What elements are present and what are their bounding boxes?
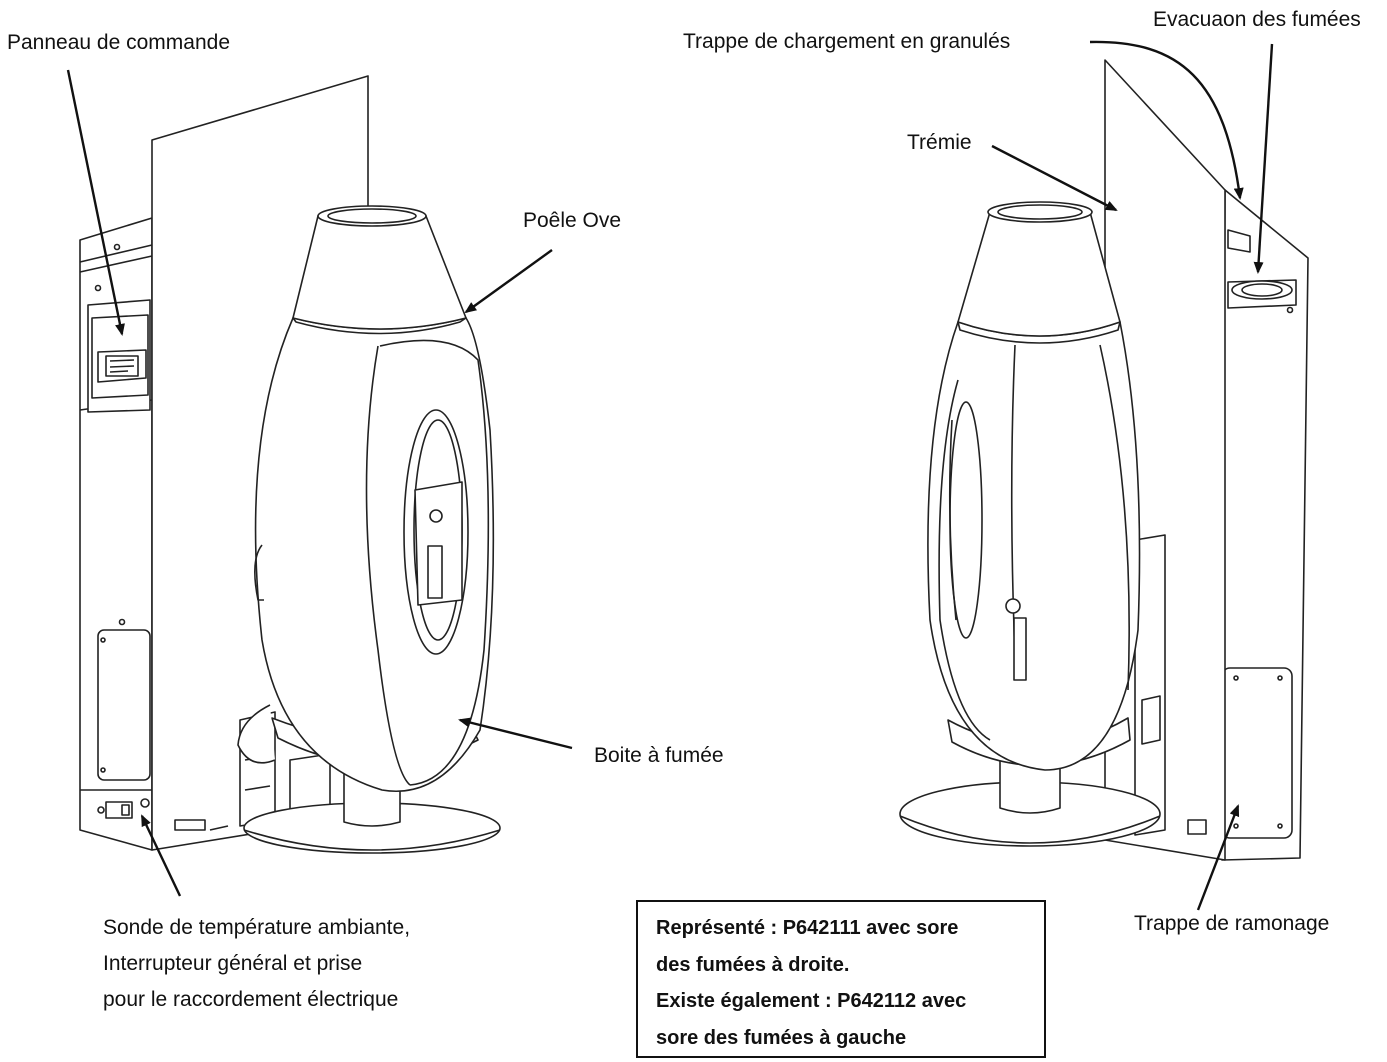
- door-handle-left: [429, 509, 443, 523]
- stove-right-view: [899, 59, 1309, 861]
- note-line-4: sore des fumées à gauche: [656, 1026, 907, 1049]
- label-tremie: Trémie: [907, 131, 972, 154]
- door-handle-right: [1005, 598, 1021, 614]
- arrow-trappe-ramonage: [1196, 804, 1240, 911]
- arrow-evacuation: [1253, 43, 1274, 274]
- label-evacuation-des-fumees: Evacuaon des fumées: [1153, 8, 1361, 31]
- label-sonde-line-1: Sonde de température ambiante,: [103, 916, 411, 939]
- label-boite-a-fumee: Boite à fumée: [594, 744, 724, 767]
- arrows: [66, 40, 1274, 911]
- label-trappe-de-chargement: Trappe de chargement en granulés: [683, 30, 1011, 53]
- note-line-1: Représenté : P642111 avec sore: [656, 917, 959, 939]
- arrow-sonde: [140, 814, 182, 897]
- arrow-panneau: [66, 69, 125, 336]
- note-line-3: Existe également : P642112 avec: [656, 990, 967, 1012]
- arrow-trappe-chargement: [1089, 40, 1244, 200]
- model-note-box: Représenté : P642111 avec sore des fumée…: [636, 900, 1046, 1058]
- label-poele-ove: Poêle Ove: [523, 209, 622, 232]
- label-panneau-de-commande: Panneau de commande: [7, 31, 230, 54]
- arrow-boite: [458, 717, 573, 750]
- label-sonde-line-2: Interrupteur général et prise: [103, 952, 363, 975]
- arrow-poele: [464, 249, 553, 314]
- note-line-2: des fumées à droite.: [656, 953, 850, 976]
- stove-left-view: [79, 75, 501, 854]
- arrow-tremie: [991, 144, 1118, 212]
- label-trappe-de-ramonage: Trappe de ramonage: [1134, 912, 1330, 935]
- label-sonde-line-3: pour le raccordement électrique: [103, 988, 399, 1011]
- label-sonde-interrupteur: Sonde de température ambiante, Interrupt…: [103, 910, 410, 1018]
- sweeping-hatch: [1221, 667, 1293, 839]
